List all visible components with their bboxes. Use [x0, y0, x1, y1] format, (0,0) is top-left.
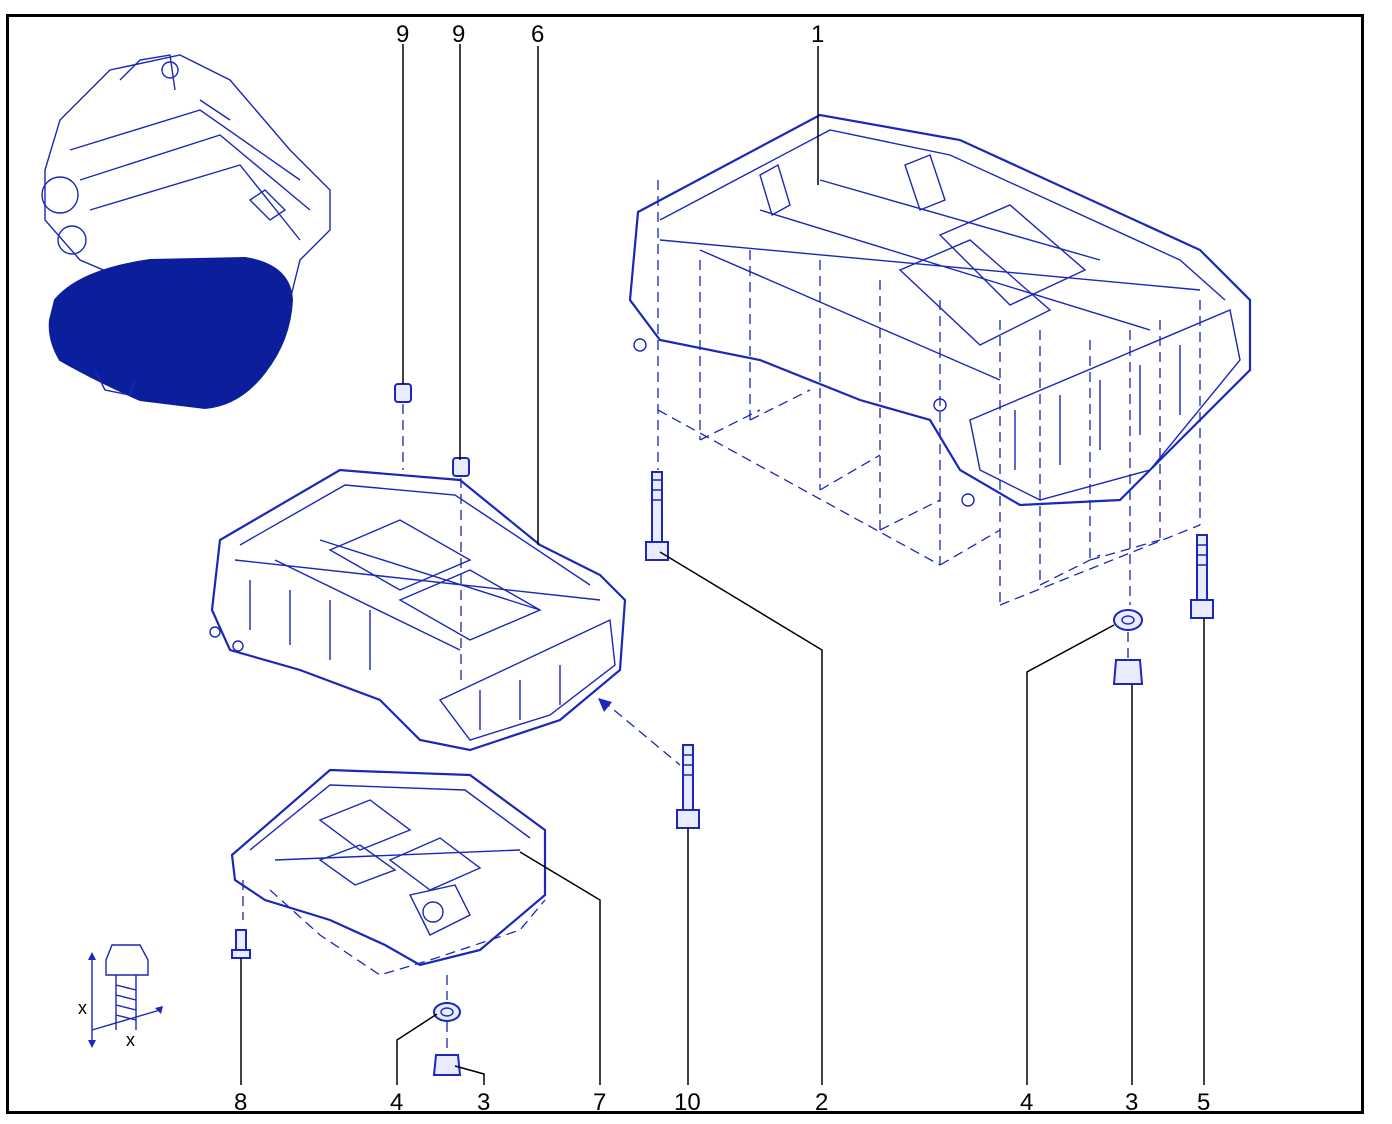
bolt-part-5	[1190, 534, 1214, 619]
callout-4-upper: 4	[1020, 1089, 1033, 1116]
oil-sump	[230, 768, 547, 976]
bolt-part-2	[645, 471, 669, 561]
bolt-part-8	[231, 929, 251, 1085]
diagram-frame	[6, 14, 1364, 1114]
upper-pan-projection-lines	[657, 180, 1201, 606]
callout-6: 6	[531, 21, 544, 48]
callout-9-right: 9	[452, 21, 465, 48]
bolt-part-10	[676, 744, 700, 829]
dowel-pins	[394, 383, 470, 680]
callout-7: 7	[593, 1089, 606, 1116]
callout-3-lower: 3	[477, 1089, 490, 1116]
callout-5: 5	[1197, 1089, 1210, 1116]
callout-4-lower: 4	[390, 1089, 403, 1116]
bolt-length-symbol: x x	[78, 944, 163, 1050]
callout-9-left: 9	[396, 21, 409, 48]
drain-plug-lower	[432, 975, 462, 1076]
lower-oil-pan	[209, 468, 681, 766]
bolt-length-x-label: x	[78, 998, 87, 1018]
callout-1: 1	[811, 21, 824, 48]
engine-thumbnail	[41, 54, 331, 410]
callout-10: 10	[674, 1089, 701, 1116]
leader-lines	[396, 44, 1205, 1085]
callout-3-upper: 3	[1125, 1089, 1138, 1116]
drain-plug-upper	[1112, 609, 1144, 685]
callout-2: 2	[815, 1089, 828, 1116]
thread-length-x-label: x	[126, 1030, 135, 1050]
callout-8: 8	[234, 1089, 247, 1116]
callout-labels: 9 9 6 1 8 4 3 7 10 2 4 3 5	[234, 21, 1210, 1116]
oil-sump-highlight	[48, 256, 294, 410]
